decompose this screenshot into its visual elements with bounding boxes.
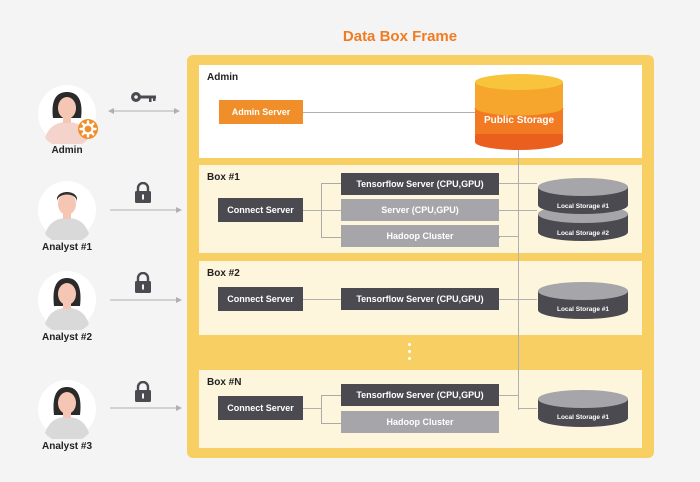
admin-server: Admin Server	[219, 100, 303, 124]
analyst-2-arrow	[110, 297, 182, 303]
analyst-1-label: Analyst #1	[41, 242, 93, 253]
box-1-label: Box #1	[207, 172, 240, 183]
box-n-connect-server: Connect Server	[218, 396, 303, 420]
key-icon	[131, 92, 156, 102]
box-1-storage-link-bottom	[499, 236, 518, 237]
public-storage-line	[518, 145, 519, 410]
analyst-2-avatar	[38, 271, 96, 330]
box-1-local-storage-1-label: Local Storage #1	[557, 203, 609, 210]
box-2-connect-link	[303, 299, 341, 300]
analyst-2-label: Analyst #2	[41, 332, 93, 343]
box-n-hadoop-cluster: Hadoop Cluster	[341, 411, 499, 433]
box-1-local-storage-2-label: Local Storage #2	[557, 230, 609, 237]
box-n-storage-link	[518, 408, 537, 409]
analyst-3-avatar	[38, 380, 96, 439]
box-2-local-storage: Local Storage #1	[538, 282, 628, 319]
box-1-connect-link	[303, 210, 321, 211]
lock-icon	[135, 182, 151, 203]
admin-section-label: Admin	[207, 72, 239, 83]
box-1-tensorflow-server: Tensorflow Server (CPU,GPU)	[341, 173, 499, 195]
more-boxes-ellipsis	[405, 343, 413, 364]
lock-icon	[135, 381, 151, 402]
box-n-label: Box #N	[207, 377, 242, 388]
box-1-connect-server: Connect Server	[218, 198, 303, 222]
analyst-3-label: Analyst #3	[41, 441, 93, 452]
box-2-label: Box #2	[207, 268, 240, 279]
box-1-hadoop-cluster: Hadoop Cluster	[341, 225, 499, 247]
box-n-connect-link	[303, 408, 321, 409]
box-n-tensorflow-server: Tensorflow Server (CPU,GPU)	[341, 384, 499, 406]
box-1-storage-link-top	[499, 183, 537, 184]
public-storage-cylinder: Public Storage	[474, 74, 564, 150]
admin-label: Admin	[51, 145, 83, 156]
analyst-1-arrow	[110, 207, 182, 213]
analyst-1-avatar	[38, 181, 96, 240]
box-n-local-storage-1-label: Local Storage #1	[557, 414, 609, 421]
box-2-connect-server: Connect Server	[218, 287, 303, 311]
box-1-storage-link-mid	[518, 210, 537, 211]
public-storage-label: Public Storage	[484, 115, 554, 126]
diagram-title: Data Box Frame	[342, 28, 458, 45]
admin-storage-link	[303, 112, 475, 113]
box-n-storage-link-top	[499, 395, 518, 396]
admin-arrow	[108, 108, 180, 114]
box-2-storage-link	[499, 299, 537, 300]
lock-icon	[135, 272, 151, 293]
gear-icon	[78, 119, 98, 139]
analyst-3-arrow	[110, 405, 182, 411]
box-n-connectors	[321, 395, 342, 424]
box-1-server: Server (CPU,GPU)	[341, 199, 499, 221]
box-2-local-storage-1-label: Local Storage #1	[557, 306, 609, 313]
box-1-local-storage: Local Storage #1 Local Storage #2	[538, 178, 628, 241]
box-n-local-storage: Local Storage #1	[538, 390, 628, 427]
box-2-tensorflow-server: Tensorflow Server (CPU,GPU)	[341, 288, 499, 310]
